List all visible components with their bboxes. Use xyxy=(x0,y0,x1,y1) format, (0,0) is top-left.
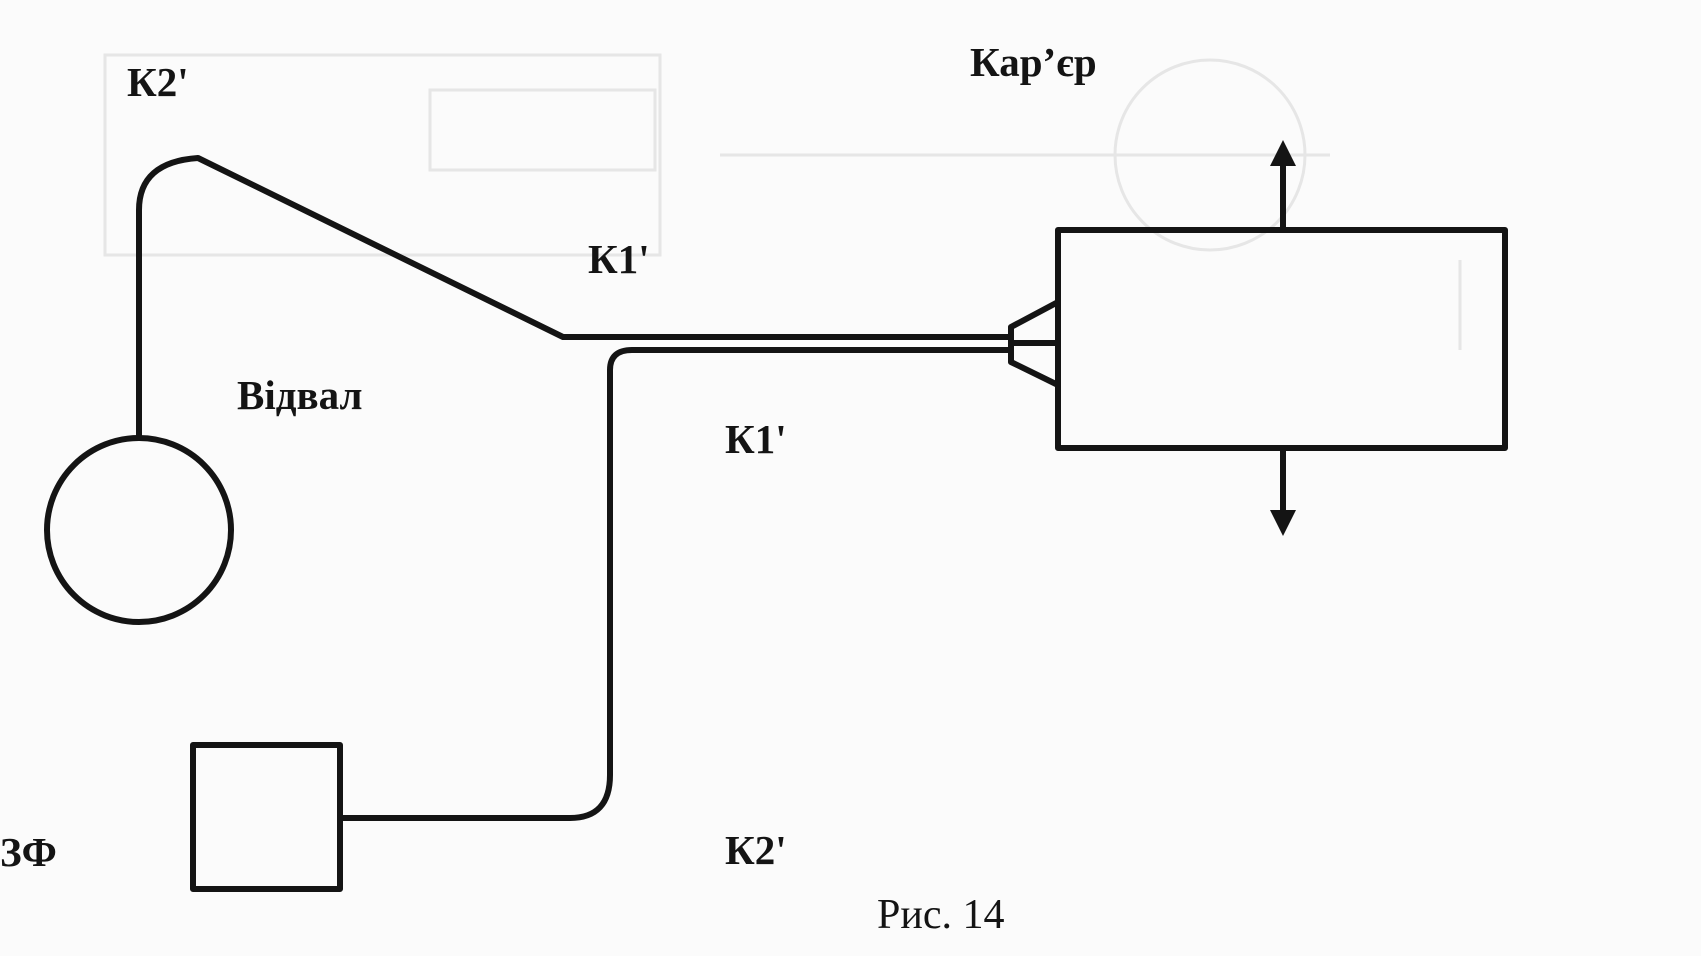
dump-circle xyxy=(44,435,234,625)
figure-caption: Рис. 14 xyxy=(877,892,1005,938)
label-k1-lower: К1' xyxy=(725,416,787,462)
label-dump: Відвал xyxy=(237,372,363,418)
label-k2-top: К2' xyxy=(127,59,189,105)
conveyor-k2-dump-line xyxy=(136,155,1013,441)
processing-plant-square xyxy=(190,742,343,892)
quarry-rectangle xyxy=(1055,227,1508,451)
label-quarry: Кар’єр xyxy=(970,39,1097,85)
show-through-marks xyxy=(103,53,1462,350)
arrow-up-head-icon xyxy=(1270,140,1296,166)
label-k1-upper: К1' xyxy=(588,236,650,282)
label-k2-bottom: К2' xyxy=(725,827,787,873)
label-zf: ЗФ xyxy=(0,829,57,875)
conveyor-k2-plant-line xyxy=(337,347,1013,821)
arrow-down-head-icon xyxy=(1270,510,1296,536)
